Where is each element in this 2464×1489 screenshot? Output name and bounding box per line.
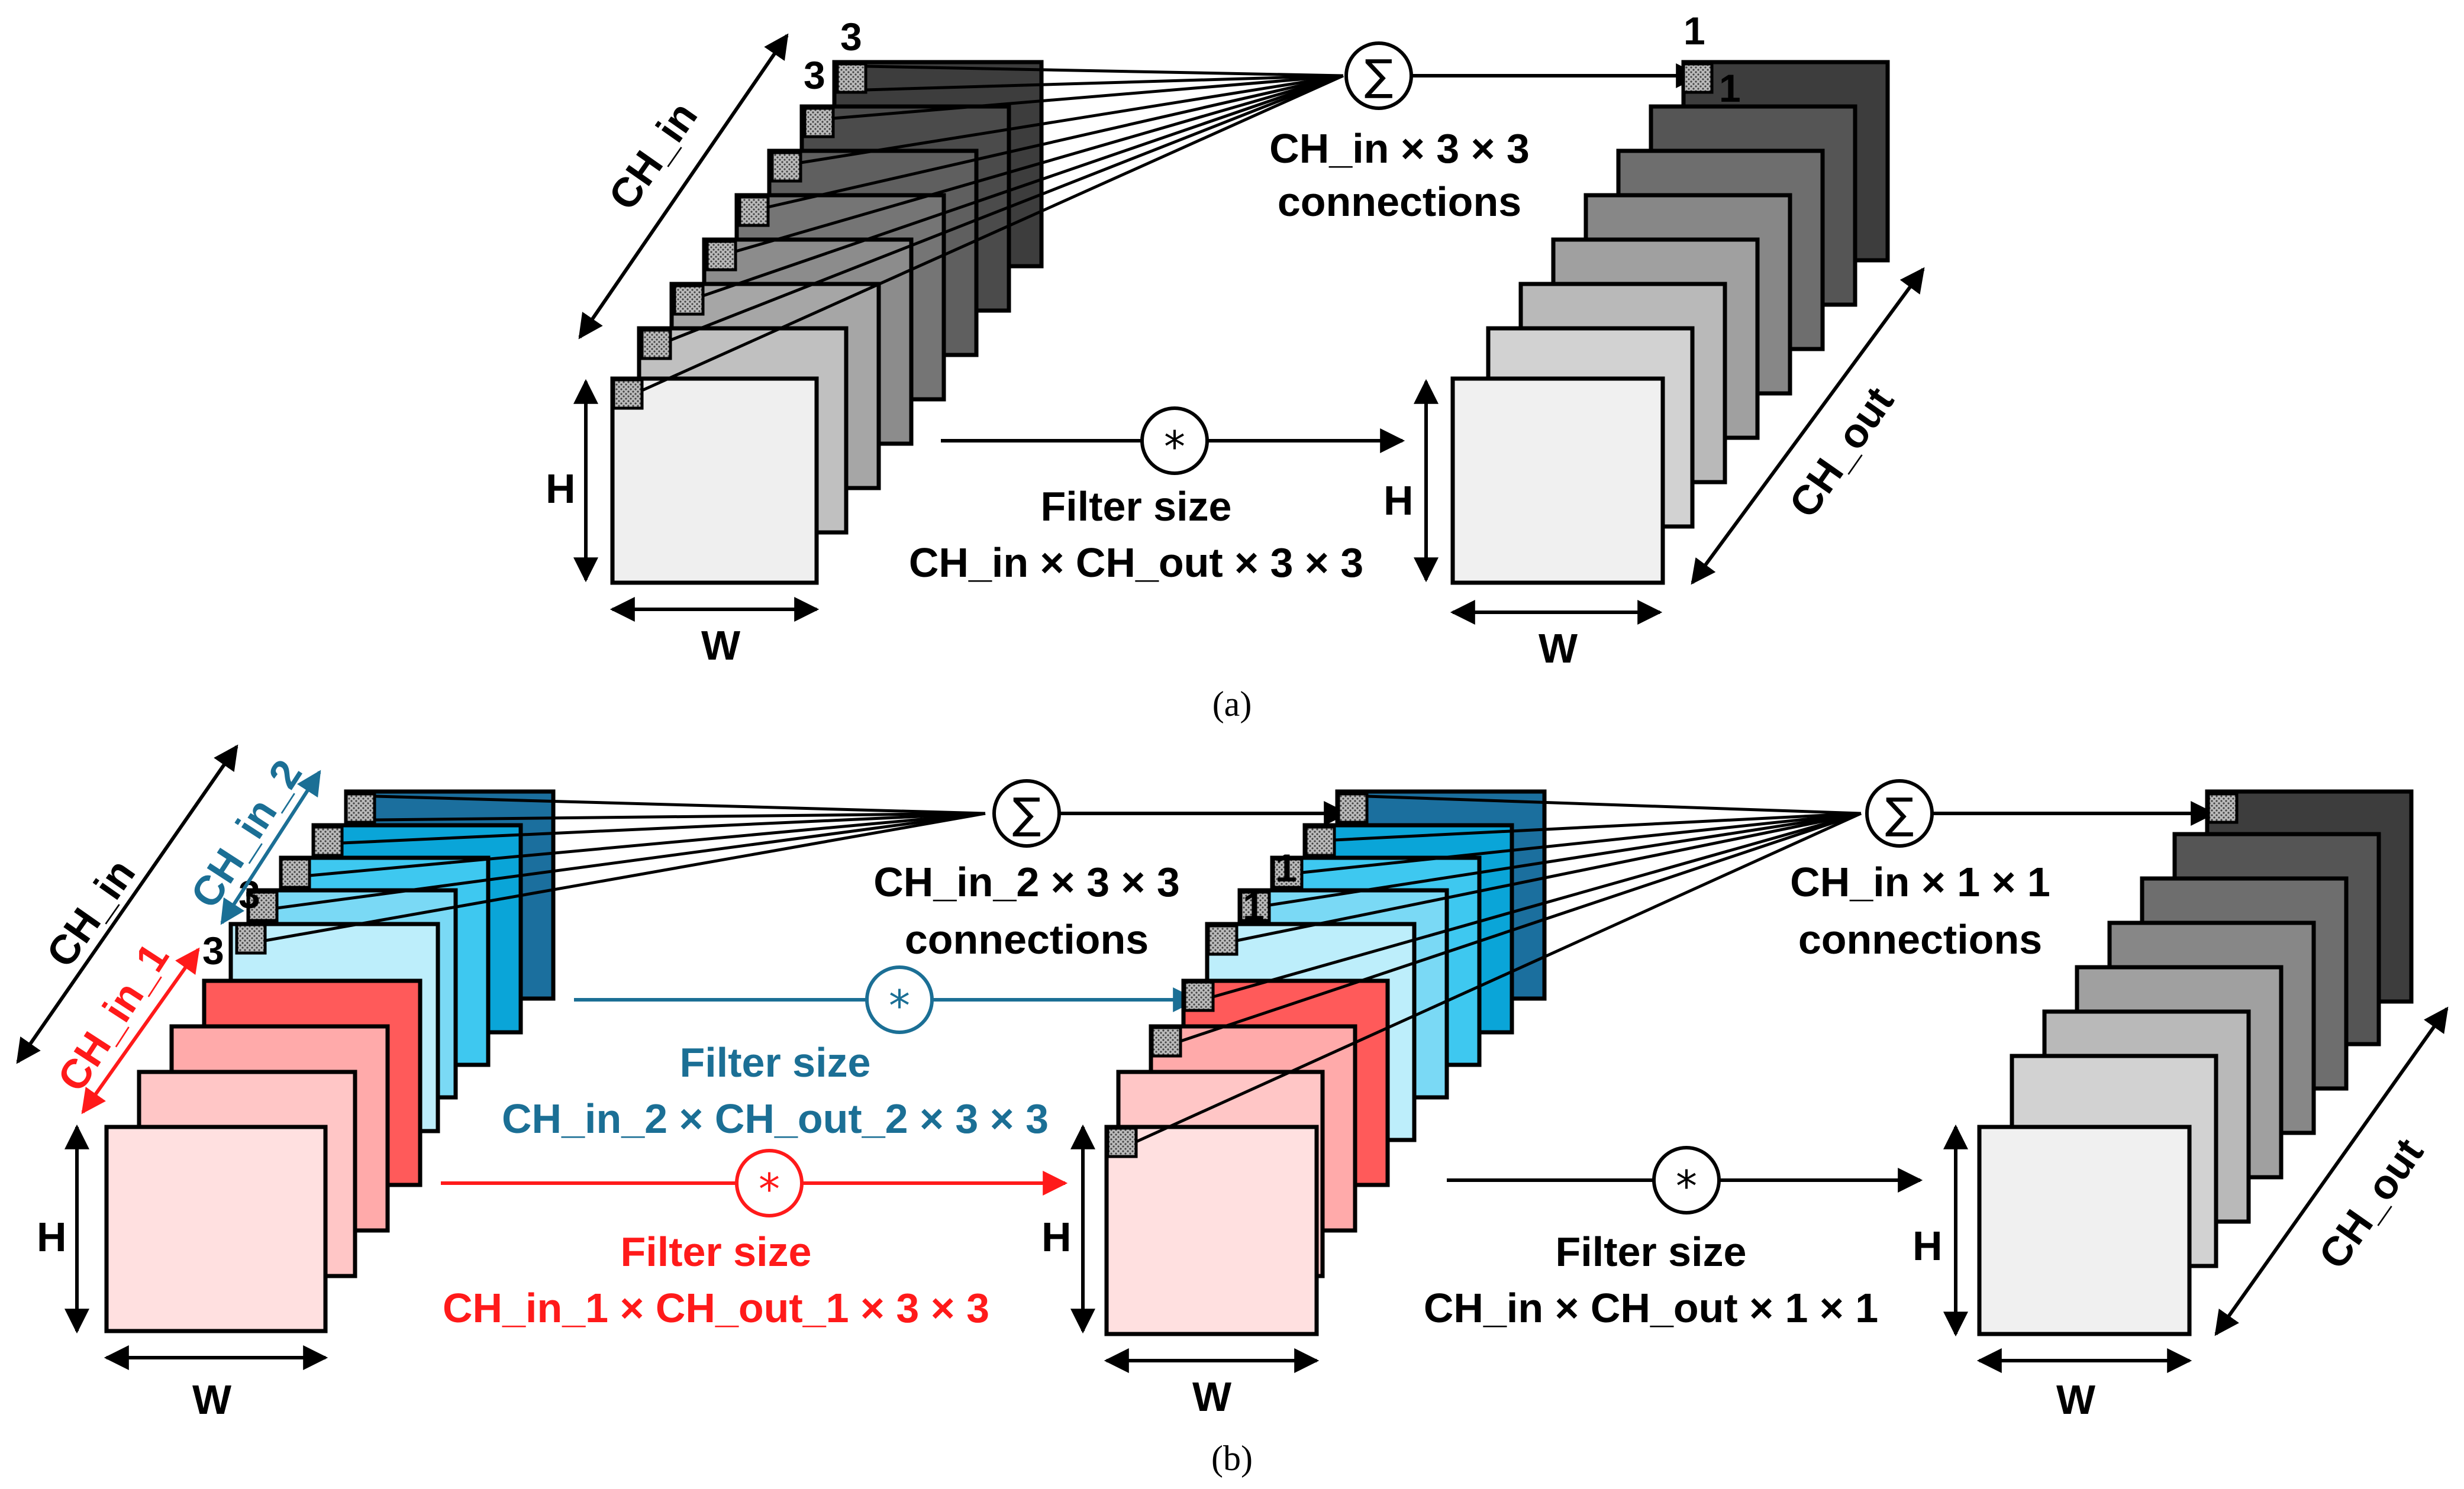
output-map [1450, 376, 1665, 585]
connections2-line2: connections [1798, 916, 2042, 962]
kernel-patch [673, 284, 705, 316]
out-kernel-label-1: 1 [1683, 9, 1705, 53]
kernel-label-2: 3 [202, 929, 224, 973]
kernel-patch [612, 378, 644, 410]
out-width-label: W [2056, 1377, 2095, 1423]
ch-in-arrow [578, 33, 789, 340]
connection-lines-b2 [1135, 794, 1862, 1144]
filter-red-title: Filter size [621, 1229, 812, 1275]
out-height-label: H [1912, 1223, 1943, 1269]
conv-symbol: * [1164, 422, 1185, 471]
mid-stack-red [1104, 978, 1390, 1336]
mid-kernel-label-1: 1 [1275, 846, 1297, 890]
kernel-patch [803, 106, 835, 138]
kernel-patch [279, 857, 311, 889]
kernel-patch [344, 792, 376, 824]
connections1-line2: connections [905, 916, 1149, 962]
mid-width-label: W [1192, 1374, 1231, 1420]
conv-blue-node [865, 965, 934, 1034]
kernel-patch [235, 923, 267, 955]
connections1-line1: CH_in_2 × 3 × 3 [873, 859, 1180, 905]
panel-b: 3 3 CH_in CH_in_2 CH_in_1 H W ∑ CH_in_2 … [16, 744, 2449, 1478]
output-patch [1682, 62, 1714, 94]
kernel-label-1: 3 [840, 15, 862, 59]
connection-lines-b1 [265, 794, 986, 942]
out-kernel-label-2: 1 [1719, 66, 1741, 110]
mid-map-red [1104, 1125, 1319, 1336]
conv-blue-symbol: * [889, 981, 910, 1031]
mid-patch [1183, 980, 1215, 1012]
ch-out-label-b: CH_out [2310, 1130, 2432, 1277]
out-width-label: W [1539, 625, 1578, 671]
mid-height-label: H [1041, 1214, 1072, 1260]
sum-symbol-1: ∑ [1012, 789, 1041, 838]
connection-lines [641, 64, 1344, 392]
conv-node [1140, 406, 1209, 475]
kernel-patch [312, 825, 344, 857]
mid-patch [1106, 1126, 1138, 1158]
panel-a: 3 3 CH_in H W ∑ CH_in × 3 × 3 connection… [546, 9, 1925, 723]
caption-a: (a) [1212, 684, 1252, 723]
output-map [1977, 1125, 2192, 1336]
sum-symbol: ∑ [1365, 50, 1394, 100]
filter-black-title: Filter size [1556, 1229, 1747, 1275]
filter-red-formula: CH_in_1 × CH_out_1 × 3 × 3 [443, 1285, 989, 1331]
mid-patch [1239, 890, 1271, 922]
caption-b: (b) [1211, 1439, 1253, 1478]
output-patch [2207, 792, 2239, 824]
input-stack-red [104, 978, 423, 1333]
kernel-label-2: 3 [804, 53, 825, 97]
conv-black-node [1652, 1146, 1721, 1215]
connections-line2: connections [1278, 179, 1521, 225]
filter-black-formula: CH_in × CH_out × 1 × 1 [1424, 1285, 1878, 1331]
mid-patch [1207, 924, 1239, 956]
mid-patches [1106, 792, 1369, 1158]
conv-red-symbol: * [759, 1164, 780, 1214]
filter-blue-title: Filter size [680, 1039, 871, 1086]
sum-symbol-2: ∑ [1885, 789, 1914, 838]
ch-in-arrow [16, 744, 238, 1064]
width-label: W [701, 622, 740, 668]
height-label: H [37, 1214, 67, 1260]
filter-title: Filter size [1041, 483, 1232, 529]
connections-line1: CH_in × 3 × 3 [1269, 125, 1530, 172]
height-label: H [546, 466, 576, 512]
mid-kernel-label-2: 1 [1243, 884, 1265, 928]
filter-blue-formula: CH_in_2 × CH_out_2 × 3 × 3 [502, 1096, 1049, 1142]
connections2-line1: CH_in × 1 × 1 [1790, 859, 2050, 905]
mid-patch [1304, 825, 1336, 857]
filter-formula: CH_in × CH_out × 3 × 3 [909, 540, 1363, 586]
out-height-label: H [1383, 477, 1414, 524]
ch-in-1-arrow [81, 947, 200, 1115]
mid-patch [1337, 792, 1369, 824]
input-map-red [104, 1125, 328, 1333]
conv-black-symbol: * [1676, 1161, 1697, 1211]
ch-out-arrow-b [2214, 1006, 2449, 1336]
width-label: W [192, 1377, 231, 1423]
kernel-patch [738, 195, 770, 227]
kernel-patch [836, 62, 867, 94]
ch-in-label: CH_in [599, 93, 706, 218]
input-map [610, 376, 819, 585]
kernel-patch [640, 328, 672, 360]
ch-out-label: CH_out [1780, 379, 1902, 526]
mid-patch [1150, 1026, 1182, 1058]
kernel-patch [705, 240, 737, 272]
conv-red-node [735, 1149, 804, 1217]
ch-out-arrow [1691, 267, 1925, 585]
ch-in-2-arrow [220, 770, 321, 925]
mid-patch [1272, 857, 1304, 889]
kernel-patch [770, 151, 802, 183]
